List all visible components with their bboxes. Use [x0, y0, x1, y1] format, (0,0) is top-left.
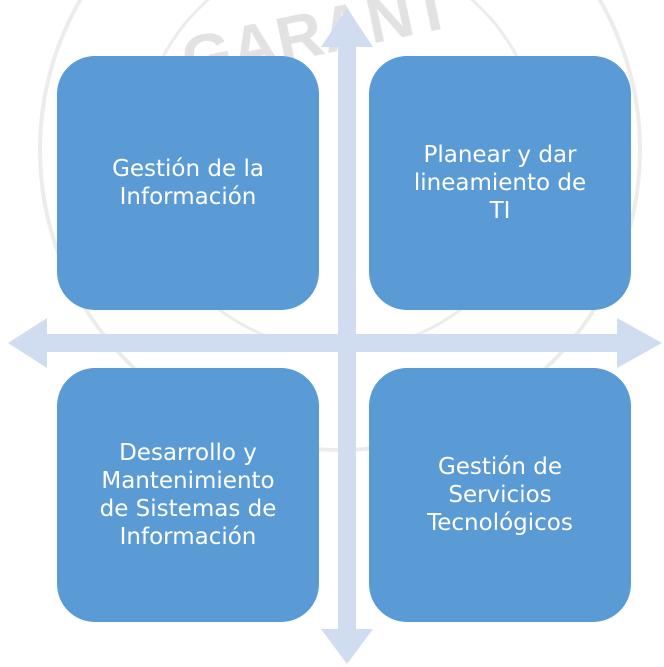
quadrant-desarrollo-mantenimiento: Desarrollo y Mantenimiento de Sistemas d… — [57, 368, 319, 622]
arrow-down-head — [321, 629, 373, 664]
arrow-left-head — [8, 318, 47, 368]
vertical-arrow-shaft — [338, 47, 356, 629]
horizontal-arrow-shaft — [47, 334, 617, 352]
quadrant-gestion-informacion: Gestión de la Información — [57, 56, 319, 310]
quadrant-servicios-tecnologicos: Gestión de Servicios Tecnológicos — [369, 368, 631, 622]
arrow-up-head — [321, 8, 373, 47]
arrow-right-head — [617, 318, 662, 368]
quadrant-planear-lineamiento: Planear y dar lineamiento de TI — [369, 56, 631, 310]
